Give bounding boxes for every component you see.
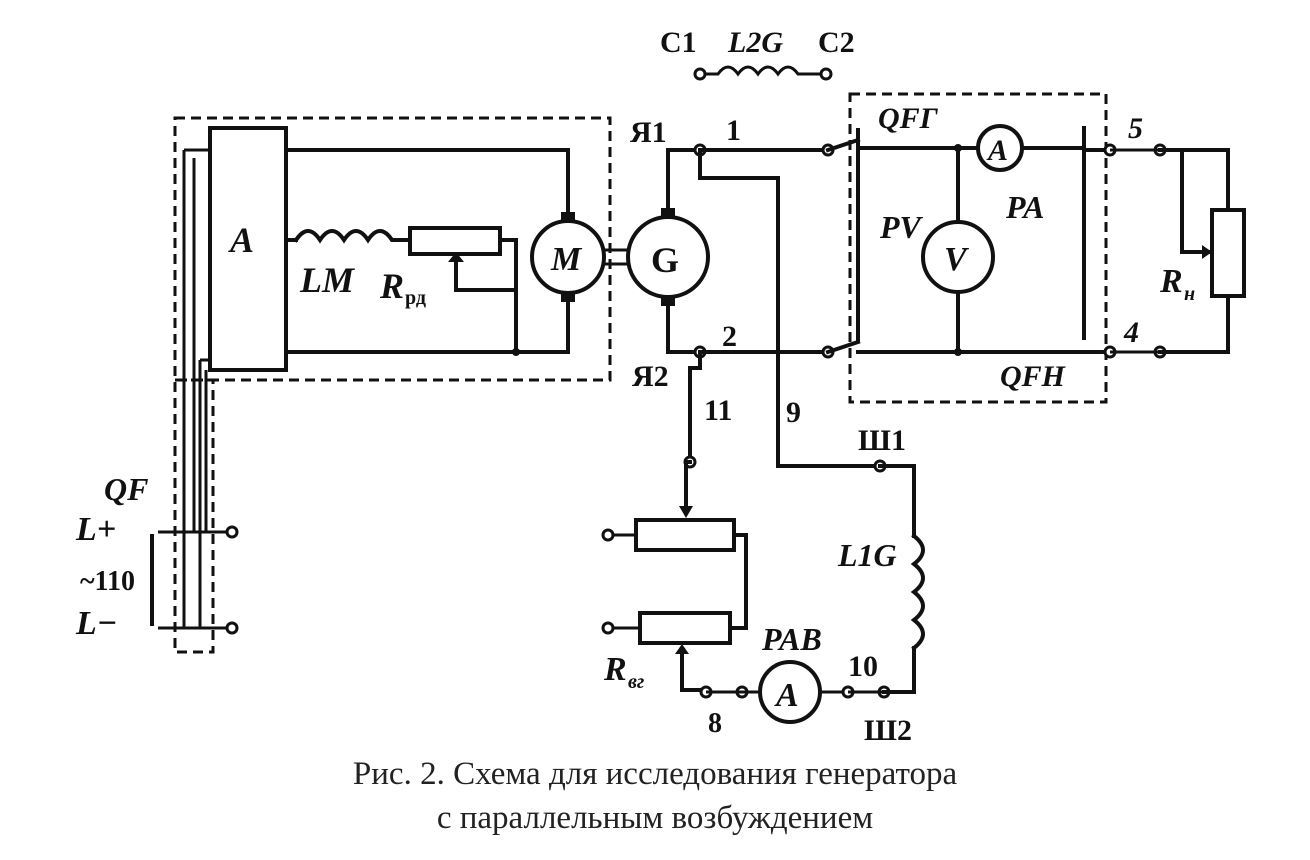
- resistor-rn: [1210, 208, 1246, 298]
- coil-lm: [293, 229, 412, 244]
- label-pab: PAB: [761, 621, 822, 657]
- wire-rvg-series: [728, 533, 748, 630]
- terminal-supply-plus: [225, 525, 239, 539]
- label-a-meter: A: [986, 134, 1008, 167]
- terminal-c1: [693, 67, 707, 81]
- label-sh2: Ш2: [864, 714, 912, 747]
- switch-blade-1: [825, 137, 861, 153]
- label-lplus: L+: [75, 511, 116, 548]
- label-pv: PV: [879, 209, 924, 245]
- label-v: V: [944, 241, 969, 278]
- wire-rrd-out: [498, 238, 518, 354]
- label-n9: 9: [786, 396, 801, 429]
- wire-a-motor-bottom: [284, 290, 570, 354]
- rheostat-rvg-1: [634, 518, 736, 552]
- label-ya1: Я1: [630, 116, 667, 149]
- label-qf: QF: [104, 471, 148, 507]
- ammeter-pa: [976, 124, 1024, 172]
- rheostat-rvg-arrow-bottom: [675, 644, 689, 654]
- wire-field-9: [698, 148, 882, 468]
- label-lm: LM: [299, 260, 356, 300]
- label-rn: R: [1159, 263, 1183, 300]
- motor-brush-top: [561, 212, 575, 222]
- caption-line-1: Рис. 2. Схема для исследования генератор…: [352, 756, 958, 792]
- wire-coil-sh2: [882, 646, 916, 694]
- label-n8: 8: [708, 708, 722, 739]
- label-qfn: QFН: [1000, 360, 1067, 393]
- rheostat-rvg-2: [638, 611, 732, 645]
- terminal-rvg-1: [601, 528, 615, 542]
- label-c2: C2: [818, 26, 855, 59]
- voltmeter-pv: [921, 220, 995, 294]
- label-l2g: L2G: [727, 26, 783, 59]
- label-n2: 2: [722, 320, 737, 353]
- label-ya2: Я2: [632, 360, 669, 393]
- series-winding-l2g: C1 L2G C2: [660, 26, 855, 81]
- generator-brush-bottom: [661, 296, 675, 306]
- wire-rvg-slider: [684, 460, 692, 510]
- label-n5: 5: [1128, 112, 1143, 145]
- shaft-coupling: [604, 248, 628, 266]
- label-m: M: [550, 241, 583, 278]
- wire-rn-top: [1158, 148, 1230, 212]
- rheostat-rrd-arrow: [448, 252, 464, 262]
- label-n4: 4: [1123, 316, 1139, 349]
- label-sh1: Ш1: [858, 424, 906, 457]
- label-n1: 1: [726, 114, 741, 147]
- drive-block-a: [208, 126, 288, 372]
- rheostat-rn-arrow: [1202, 245, 1212, 259]
- label-a-meter2: A: [774, 677, 799, 714]
- wire-g-ya1: [666, 148, 702, 210]
- terminal-rvg-2: [601, 621, 615, 635]
- wire-rn-bottom: [1158, 294, 1230, 354]
- jumpers-5-4: [1110, 148, 1160, 354]
- label-qfg: QFГ: [878, 102, 939, 135]
- switch-blade-2: [825, 339, 861, 355]
- label-l1g: L1G: [837, 537, 897, 573]
- label-voltage: ~110: [80, 566, 135, 597]
- label-rrd-sub: рд: [405, 287, 426, 309]
- rheostat-rrd: [408, 226, 502, 256]
- terminal-supply-minus: [225, 621, 239, 635]
- rheostat-rn-slider: [1180, 148, 1210, 254]
- label-n10: 10: [848, 650, 878, 683]
- label-rvg: R: [603, 651, 627, 688]
- label-g: G: [651, 240, 679, 280]
- label-n11: 11: [704, 394, 732, 427]
- wire-g-ya2: [666, 304, 702, 354]
- motor-brush-bottom: [561, 292, 575, 302]
- label-rn-sub: н: [1184, 283, 1195, 305]
- junction-pv-top: [954, 144, 962, 152]
- label-c1: C1: [660, 26, 697, 59]
- terminal-c2: [819, 67, 833, 81]
- bus-line-3: [198, 358, 210, 628]
- wire-field-11: [688, 350, 702, 464]
- label-rvg-sub: вг: [628, 671, 644, 693]
- junction-motor: [512, 348, 520, 356]
- label-rrd: R: [379, 266, 404, 306]
- label-lminus: L−: [75, 605, 117, 642]
- wire-sh1-coil: [878, 464, 916, 538]
- rheostat-rvg-arrow-top: [679, 506, 693, 518]
- label-a-block: A: [228, 220, 254, 260]
- coil-l1g: [910, 533, 925, 651]
- generator-brush-top: [661, 208, 675, 218]
- label-pa: PA: [1005, 189, 1045, 225]
- junction-pv-bottom: [954, 348, 962, 356]
- caption-line-2: с параллельным возбуждением: [436, 800, 874, 836]
- load-panel-border: [848, 92, 1108, 404]
- bus-line-1: [182, 148, 210, 628]
- coil-l2g: [700, 65, 826, 77]
- wire-a-motor-top: [284, 148, 570, 224]
